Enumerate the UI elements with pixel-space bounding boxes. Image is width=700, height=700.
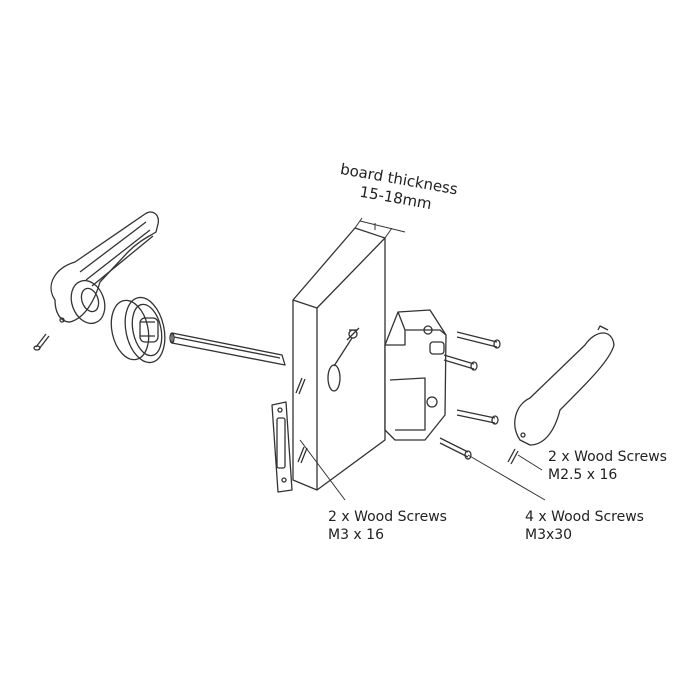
handle-screws-label: 2 x Wood Screws M2.5 x 16 [548, 448, 667, 484]
leader-lines [299, 439, 546, 501]
strike-plate [271, 401, 293, 493]
thickness-dimension-lines [354, 217, 406, 239]
latch-screws-qty: 4 x Wood Screws [525, 509, 644, 525]
latch-screws-size: M3x30 [525, 527, 573, 543]
spindle [169, 332, 286, 366]
strike-screws-label: 2 x Wood Screws M3 x 16 [328, 508, 447, 544]
handle-screws-size: M2.5 x 16 [548, 467, 618, 483]
latch-body [384, 309, 447, 441]
strike-screws-size: M3 x 16 [328, 527, 384, 543]
right-handle-screw [507, 448, 519, 465]
door-board [292, 227, 386, 491]
left-lever-handle [50, 211, 159, 325]
strike-screws [295, 377, 308, 464]
left-handle-screw [33, 333, 50, 351]
strike-screws-qty: 2 x Wood Screws [328, 509, 447, 525]
latch-screws-label: 4 x Wood Screws M3x30 [525, 508, 644, 544]
handle-screws-qty: 2 x Wood Screws [548, 449, 667, 465]
latch-screws [439, 331, 501, 460]
right-lever-handle [514, 325, 615, 446]
rose-spring-cassette [110, 296, 166, 364]
